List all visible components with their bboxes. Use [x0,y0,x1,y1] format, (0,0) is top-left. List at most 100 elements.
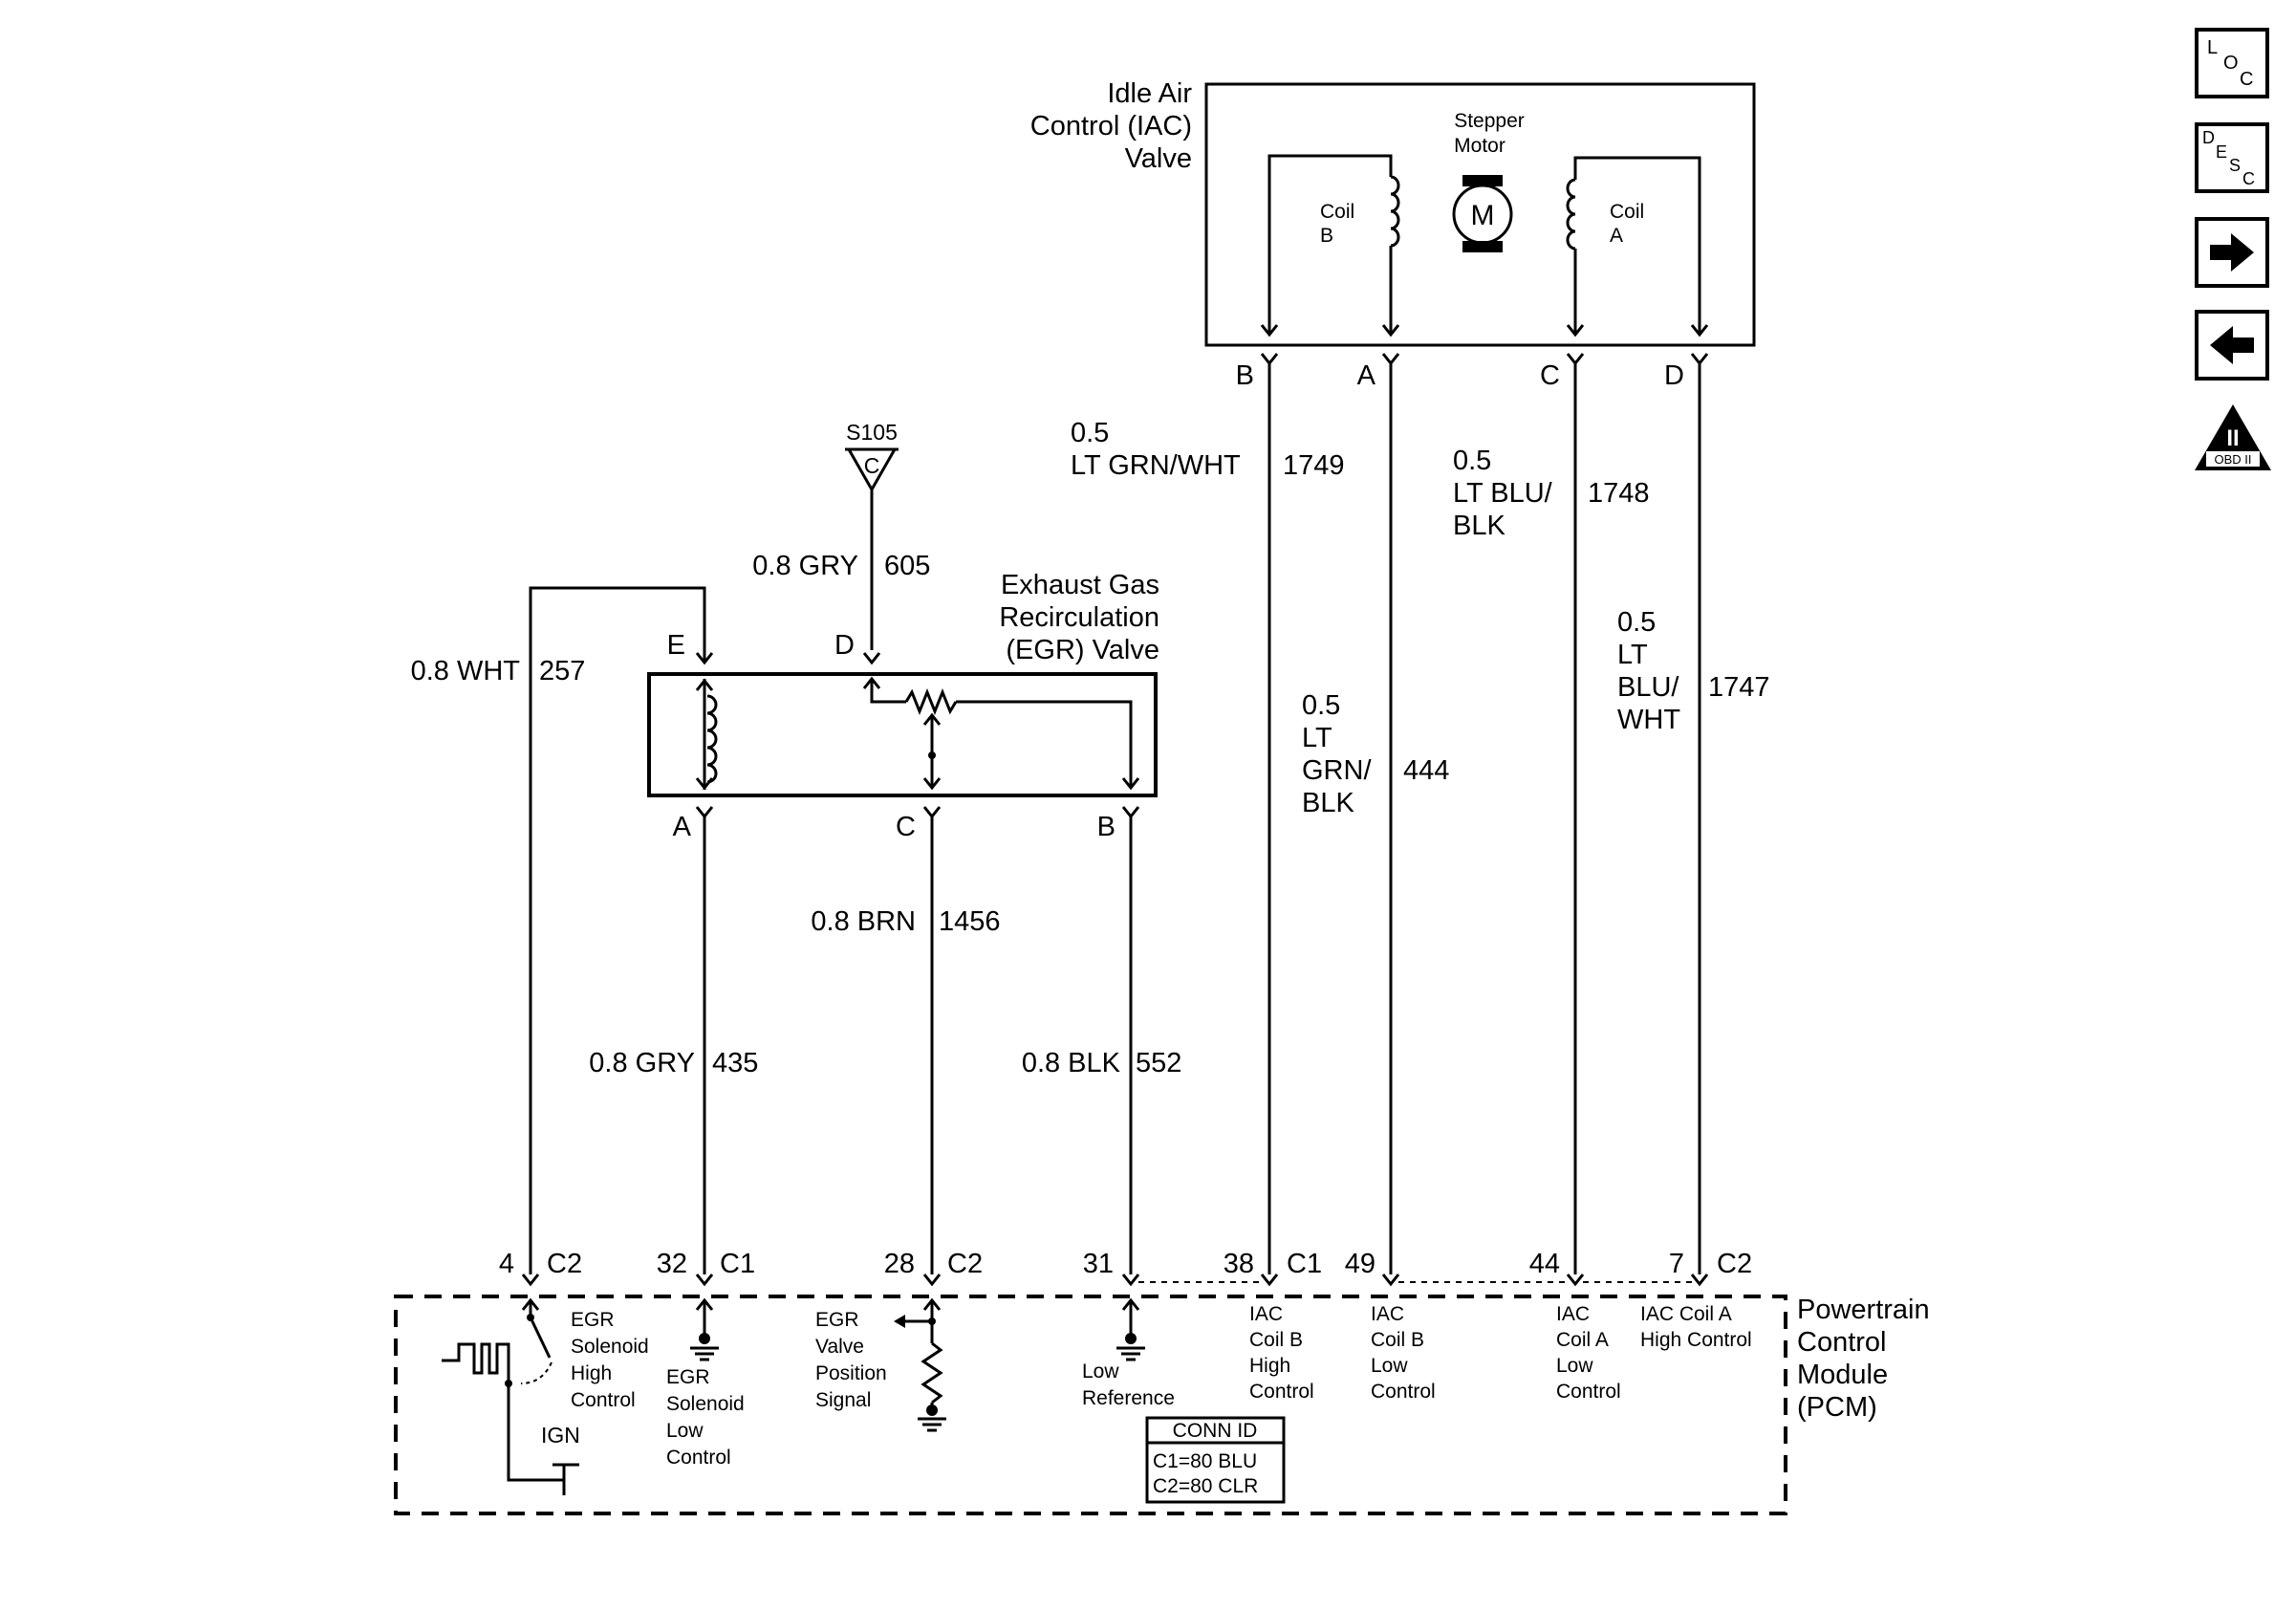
egr-pos-2: Valve [815,1336,864,1358]
wire-1749-gauge-1: 0.5 [1071,418,1109,448]
iac-b-high-3: High [1249,1355,1290,1377]
egr-low-3: Low [666,1420,704,1442]
egr-solenoid-icon [706,694,718,784]
conn-id-c1: C1=80 BLU [1153,1450,1257,1472]
splice-name: S105 [846,420,898,445]
location-button[interactable]: L O C [2195,28,2269,98]
pcm-title-4: (PCM) [1797,1392,1877,1423]
arrow-left-icon [2210,326,2254,364]
iac-a-low-3: Low [1556,1355,1593,1377]
low-ref-2: Reference [1082,1387,1175,1409]
term-49-pin: 49 [1345,1249,1375,1279]
wire-257 [529,586,706,1274]
iac-a-high-1: IAC Coil A [1640,1303,1732,1325]
wire-605-circuit: 605 [884,551,930,581]
iac-pin-a: A [1357,360,1376,391]
ign-label: IGN [541,1423,580,1448]
egr-low-1: EGR [666,1366,710,1388]
iac-b-high-2: Coil B [1249,1329,1303,1351]
pcm-box [394,1295,1787,1515]
term-38-pin: 38 [1224,1249,1254,1279]
conn-id-table: CONN ID C1=80 BLU C2=80 CLR [1145,1416,1286,1504]
next-page-button[interactable] [2195,217,2269,288]
coil-a-label-1: Coil [1610,201,1644,223]
loc-letter-1: L [2207,37,2218,58]
wire-444-gauge-4: BLK [1302,788,1354,818]
iac-pin-d: D [1664,360,1684,391]
egr-high-2: Solenoid [571,1336,649,1358]
iac-a-low-2: Coil A [1556,1329,1609,1351]
low-ref-1: Low [1082,1361,1119,1382]
egr-high-4: Control [571,1389,636,1411]
iac-valve-box [1204,82,1756,347]
wire-257-circuit: 257 [539,656,585,686]
wire-1747-gauge-3: BLU/ [1617,672,1679,703]
wire-444-gauge-2: LT [1302,723,1332,753]
stepper-motor-label-1: Stepper [1454,110,1525,132]
wire-1748-gauge-2: LT BLU/ [1453,478,1553,509]
iac-b-low-4: Control [1371,1381,1436,1403]
wire-605-gauge: 0.8 GRY [752,551,858,581]
desc-letter-3: S [2229,156,2241,175]
pcm-title-1: Powertrain [1797,1295,1930,1325]
egr-pin-c: C [896,812,916,842]
iac-title-2: Control (IAC) [1030,111,1192,142]
egr-pin-d: D [834,630,855,661]
egr-pin-a: A [673,812,692,842]
arrow-right-icon [2210,233,2254,272]
obd-ii-button[interactable]: II OBD II [2195,404,2271,470]
desc-letter-4: C [2242,169,2255,188]
pcm: 4 C2 32 C1 28 C2 31 38 C1 49 44 7 C2 Pow… [394,1249,1930,1515]
wire-435-gauge: 0.8 GRY [589,1048,695,1078]
egr-low-2: Solenoid [666,1393,745,1415]
conn-id-title: CONN ID [1173,1420,1258,1442]
motor-icon [1452,184,1513,245]
term-28-pin: 28 [884,1249,915,1279]
desc-letter-2: E [2216,142,2227,162]
wire-1747-circuit: 1747 [1708,672,1770,703]
pcm-title-3: Module [1797,1360,1888,1390]
iac-b-high-1: IAC [1249,1303,1283,1325]
wire-1456-gauge: 0.8 BRN [811,906,916,937]
wire-1748-gauge-1: 0.5 [1453,446,1491,476]
egr-pin-b: B [1097,812,1116,842]
splice-letter: C [864,453,880,478]
egr-position-sensor-icon [904,687,958,716]
egr-pos-3: Position [815,1362,887,1384]
egr-pos-4: Signal [815,1389,871,1411]
iac-a-high-2: High Control [1640,1329,1752,1351]
wire-1748-gauge-3: BLK [1453,511,1505,541]
loc-letter-2: O [2223,53,2239,74]
coil-b-label-2: B [1320,225,1333,247]
wire-1749-gauge-2: LT GRN/WHT [1071,450,1241,481]
description-button[interactable]: D E S C [2195,122,2269,193]
egr-title-2: Recirculation [999,602,1159,633]
wire-444-gauge-3: GRN/ [1302,755,1372,786]
wire-1747-gauge-2: LT [1617,640,1648,670]
egr-high-1: EGR [571,1309,615,1331]
obd-numeral: II [2226,425,2239,451]
term-4-pin: 4 [499,1249,514,1279]
splice-s105: S105 C [845,420,899,493]
conn-id-c2: C2=80 CLR [1153,1475,1258,1497]
wire-1749-circuit: 1749 [1283,450,1345,481]
term-38-conn: C1 [1287,1249,1322,1279]
term-4-conn: C2 [547,1249,582,1279]
term-32-conn: C1 [720,1249,755,1279]
iac-b-low-2: Coil B [1371,1329,1424,1351]
term-7-conn: C2 [1717,1249,1752,1279]
motor-symbol: M [1471,200,1495,231]
iac-valve: Idle Air Control (IAC) Valve Stepper Mot… [1030,78,1756,391]
iac-pin-c: C [1540,360,1560,391]
coil-a-icon [1566,178,1576,250]
term-44-pin: 44 [1529,1249,1560,1279]
desc-letter-1: D [2202,128,2215,147]
egr-high-3: High [571,1362,612,1384]
previous-page-button[interactable] [2195,310,2269,381]
egr-title-1: Exhaust Gas [1001,570,1159,600]
egr-pos-1: EGR [815,1309,859,1331]
iac-title-3: Valve [1125,143,1192,174]
term-31-pin: 31 [1083,1249,1114,1279]
term-32-pin: 32 [657,1249,687,1279]
